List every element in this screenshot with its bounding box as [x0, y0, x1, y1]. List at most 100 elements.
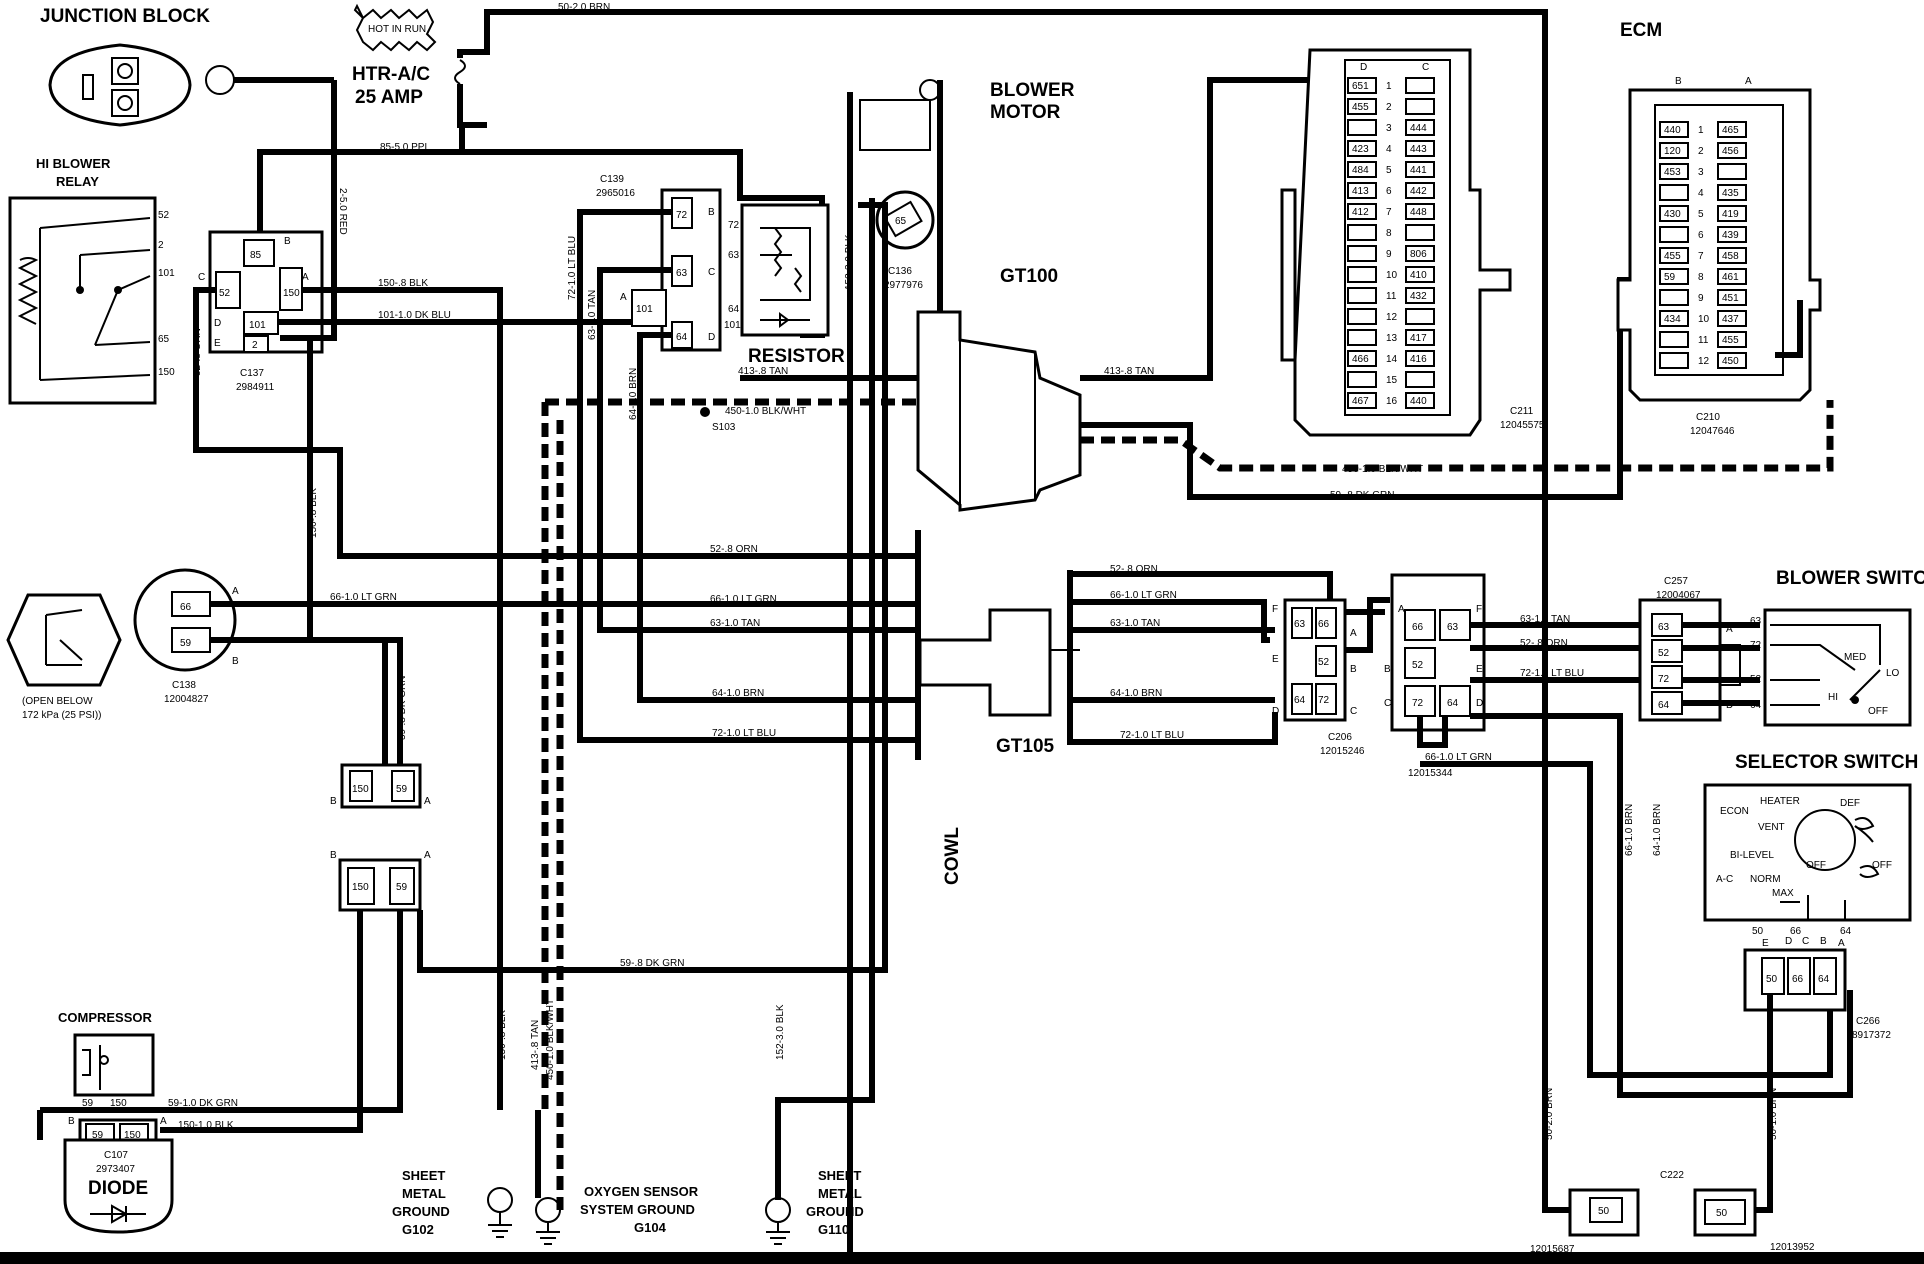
c137-letter-b: B: [284, 236, 291, 247]
ecm-c210-cell-left: [1659, 163, 1689, 180]
ecm-c210-cell-right-text: 437: [1722, 314, 1739, 325]
g102-line-1: SHEET: [402, 1168, 445, 1183]
ecm-c210-cell-left: [1659, 310, 1689, 327]
c139-cell-64: 64: [676, 332, 688, 343]
g102-line-2: METAL: [402, 1186, 446, 1201]
ecm-c211-cell-left-text: 466: [1352, 354, 1369, 365]
c139-letter-c: C: [708, 267, 715, 278]
w413-res-label: 413-.8 TAN: [738, 366, 788, 377]
ground-g110: SHEET METAL GROUND G110: [765, 1168, 864, 1245]
w63-bs-label: 63-1.0 TAN: [1520, 614, 1570, 625]
ecm-c210-cell-right: [1717, 142, 1747, 159]
c136-pn: 2977976: [884, 280, 923, 291]
ecm-c211-cell-left-text: 484: [1352, 165, 1369, 176]
ecm-c210-cell-right: [1717, 289, 1747, 306]
bs-term-72: 72: [1750, 640, 1762, 651]
ecm-c211-row-number: 9: [1386, 249, 1392, 260]
ecm-c211-row-number: 15: [1386, 375, 1398, 386]
c257-pn: 12004067: [1656, 590, 1701, 601]
c257-cell-64: 64: [1658, 700, 1670, 711]
ecm-c211-cell-left-text: 651: [1352, 81, 1369, 92]
ecm-c210-cell-left-text: 430: [1664, 209, 1681, 220]
ss-off1-label: OFF: [1806, 860, 1826, 871]
w66-mid-label: 66-1.0 LT GRN: [710, 594, 777, 605]
pl-letter-a2: A: [424, 850, 431, 861]
pl-59b: 59: [396, 882, 408, 893]
ecm-c211-cell-left: [1347, 350, 1377, 367]
c207-cell-64: 64: [1447, 698, 1459, 709]
resistor-label: RESISTOR: [748, 346, 845, 367]
ss-term-50: 50: [1752, 926, 1764, 937]
w52-vert-label: 52-.8 ORN: [192, 328, 203, 376]
c266-cell-66: 66: [1792, 974, 1804, 985]
connector-c207: 66 63 52 72 64 A F B E C D 12015344: [1384, 573, 1486, 779]
ecm-c211-cell-right: [1405, 119, 1435, 136]
ecm-c211-cell-left: [1347, 203, 1377, 220]
fuse-htr-ac: HOT IN RUN HTR-A/C 25 AMP: [352, 3, 466, 108]
ecm-c211-cell-left-text: 467: [1352, 396, 1369, 407]
ecm-c210-cell-left: [1659, 352, 1689, 369]
c139-letter-b: B: [708, 207, 715, 218]
ecm-c211-row-number: 14: [1386, 354, 1398, 365]
c139-pn: 2965016: [596, 188, 635, 199]
c207-letter-c: C: [1384, 698, 1391, 709]
c266-label: C266: [1856, 1016, 1880, 1027]
ecm-c211-cell-right: [1405, 350, 1435, 367]
ecm-c210-row-number: 9: [1698, 293, 1704, 304]
c137-pn: 2984911: [236, 382, 275, 393]
c210-pn: 12047646: [1690, 426, 1735, 437]
c206-cell-63: 63: [1294, 619, 1306, 630]
ecm-c210-cell-left: [1659, 142, 1689, 159]
ecm-c211-cell-right-text: 443: [1410, 144, 1427, 155]
hot-in-run-label: HOT IN RUN: [368, 24, 426, 35]
g110-line-1: SHEET: [818, 1168, 861, 1183]
relay-term-2: 2: [158, 240, 164, 251]
res-term-63: 63: [728, 250, 740, 261]
ecm-c211-row-number: 10: [1386, 270, 1398, 281]
c222-label: C222: [1660, 1170, 1684, 1181]
ecm-c210-row-number: 5: [1698, 209, 1704, 220]
compressor: 59 150: [73, 1033, 155, 1109]
g104-line-3: G104: [634, 1220, 667, 1235]
c207-cell-52: 52: [1412, 660, 1424, 671]
c138-pn: 12004827: [164, 694, 209, 705]
ecm-c211-row-number: 3: [1386, 123, 1392, 134]
c206-letter-b: B: [1350, 664, 1357, 675]
diode-c107: 59 150 B A C107 2973407 DIODE: [37, 1107, 174, 1234]
ecm-c211-cell-right-text: 442: [1410, 186, 1427, 197]
res-term-64: 64: [728, 304, 740, 315]
w63-r-label: 63-1.0 TAN: [1110, 618, 1160, 629]
blower-motor-label-1: BLOWER: [990, 80, 1075, 101]
junction-block: [48, 43, 334, 127]
cowl-label: COWL: [942, 827, 963, 885]
c257-cell-63: 63: [1658, 622, 1670, 633]
ecm-c210-cell-left-text: 453: [1664, 167, 1681, 178]
ecm-c211-row-number: 4: [1386, 144, 1392, 155]
c138-label: C138: [172, 680, 196, 691]
ecm-c210-cell-right: [1717, 205, 1747, 222]
ecm-c210-cell-right: [1717, 268, 1747, 285]
ecm-c210-cell-right-text: 455: [1722, 335, 1739, 346]
c107-cell-59: 59: [92, 1130, 104, 1141]
ecm-c211-cell-right: [1405, 329, 1435, 346]
ecm-c211-cell-right-text: 410: [1410, 270, 1427, 281]
c139-letter-a: A: [620, 292, 627, 303]
c138-letter-a: A: [232, 586, 239, 597]
ecm-c210-cell-left: [1659, 205, 1689, 222]
ss-max-label: MAX: [1772, 888, 1794, 899]
ecm-c210-cell-left: [1659, 226, 1689, 243]
ecm-c211-cell-left: [1347, 287, 1377, 304]
c139-cell-72: 72: [676, 210, 688, 221]
c137-letter-d: D: [214, 318, 221, 329]
c206-letter-e: E: [1272, 654, 1279, 665]
c207-letter-e: E: [1476, 664, 1483, 675]
c266-letter-a: A: [1838, 938, 1845, 949]
c137-label: C137: [240, 368, 264, 379]
ss-term-64: 64: [1840, 926, 1852, 937]
c222-pn-1: 12015687: [1530, 1244, 1575, 1255]
w52-mid-label: 52-.8 ORN: [710, 544, 758, 555]
connector-c206: 63 66 52 64 72 F A E B D C C206 12015246: [1272, 598, 1365, 757]
c266-letter-c: C: [1802, 936, 1809, 947]
